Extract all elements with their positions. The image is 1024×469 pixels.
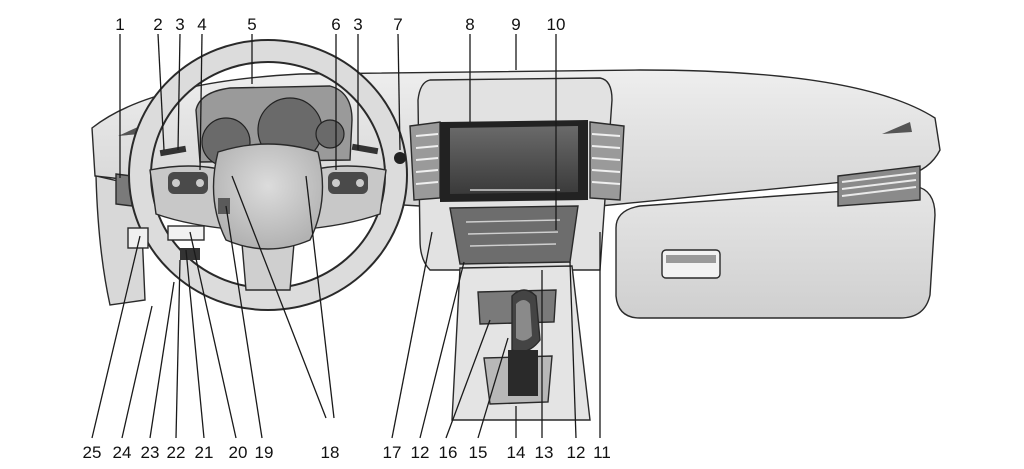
callout-17: 17 [383, 443, 402, 462]
callout-12b: 12 [567, 443, 586, 462]
callout-7: 7 [393, 15, 402, 34]
callout-25: 25 [83, 443, 102, 462]
callout-21: 21 [195, 443, 214, 462]
callout-3a: 3 [175, 15, 184, 34]
callout-1: 1 [115, 15, 124, 34]
leader-lines [91, 33, 601, 439]
callout-24: 24 [113, 443, 132, 462]
callout-9: 9 [511, 15, 520, 34]
center-right-vent [589, 121, 625, 201]
callout-22: 22 [167, 443, 186, 462]
callout-15: 15 [469, 443, 488, 462]
callout-20: 20 [229, 443, 248, 462]
center-stack [409, 77, 625, 271]
callout-13: 13 [535, 443, 554, 462]
callout-14: 14 [507, 443, 526, 462]
callout-6: 6 [331, 15, 340, 34]
callout-3b: 3 [353, 15, 362, 34]
gear-shifter [508, 289, 541, 396]
callout-23: 23 [141, 443, 160, 462]
callout-8: 8 [465, 15, 474, 34]
callout-18: 18 [321, 443, 340, 462]
infotainment-screen [440, 120, 588, 202]
callout-4: 4 [197, 15, 206, 34]
climate-controls [449, 205, 579, 265]
steering-wheel [128, 39, 408, 311]
lower-left-controls [127, 225, 205, 260]
callout-labels: 1 2 3 4 5 6 3 7 8 9 10 25 24 23 22 21 20… [83, 15, 611, 462]
right-steering-controls [328, 172, 368, 194]
callout-5: 5 [247, 15, 256, 34]
callout-10: 10 [547, 15, 566, 34]
center-console [451, 265, 591, 421]
callout-19: 19 [255, 443, 274, 462]
left-steering-controls [168, 172, 208, 194]
instrument-cluster [195, 85, 353, 167]
right-air-vent [837, 165, 921, 207]
callout-16: 16 [439, 443, 458, 462]
center-left-vent [409, 121, 441, 201]
callout-11: 11 [593, 443, 611, 462]
callout-2: 2 [153, 15, 162, 34]
callout-12a: 12 [411, 443, 430, 462]
